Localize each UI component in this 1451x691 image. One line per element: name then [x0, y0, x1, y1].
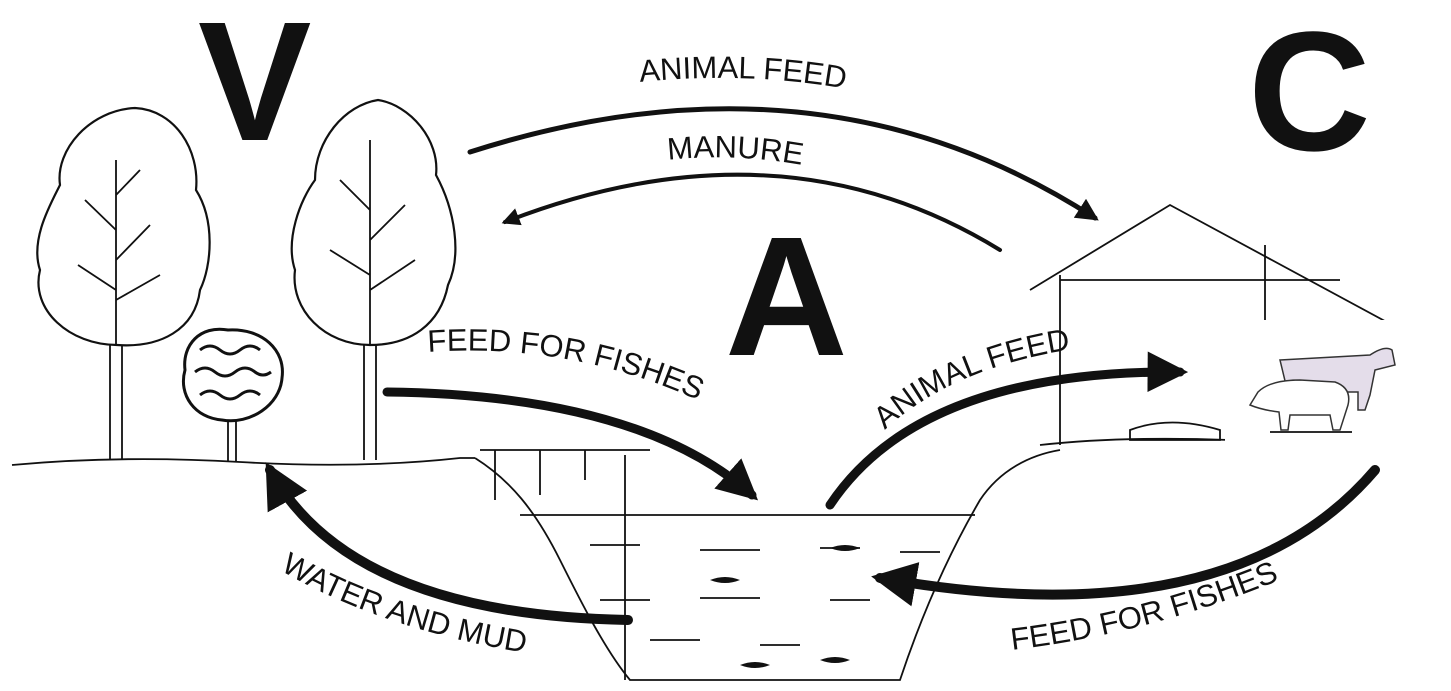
bush	[183, 329, 282, 462]
ground-line	[12, 458, 475, 465]
fish-pond	[475, 450, 1060, 680]
label-feed-for-fishes-right: FEED FOR FISHES	[1008, 554, 1282, 657]
letter-c: C	[1248, 0, 1371, 187]
arrow-feed-for-fishes-left	[387, 392, 752, 495]
cow-and-pig-image	[1225, 320, 1445, 470]
tree-middle	[292, 100, 456, 460]
label-manure: MANURE	[666, 129, 806, 172]
tree-left	[37, 108, 209, 460]
label-animal-feed-top: ANIMAL FEED	[638, 50, 850, 96]
letter-a: A	[725, 202, 848, 392]
arrow-feed-for-fishes-right	[880, 470, 1375, 595]
letter-v: V	[198, 0, 311, 177]
